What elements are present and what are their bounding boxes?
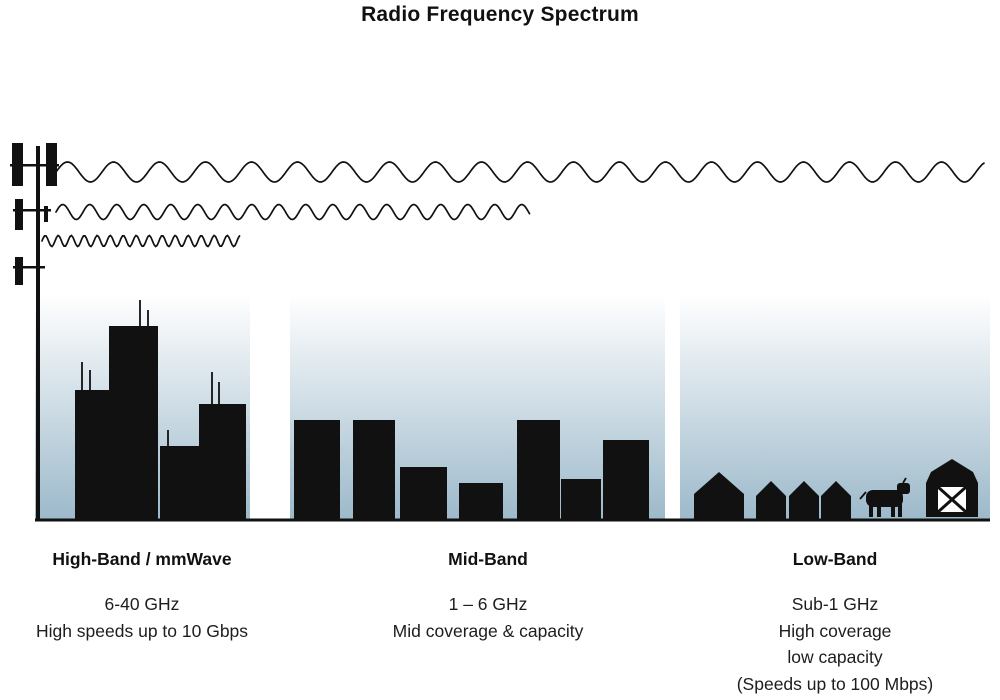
- skyline-high-band: [75, 300, 246, 520]
- band-frequency: Sub-1 GHz: [791, 594, 879, 614]
- cow-icon: [859, 477, 910, 517]
- band-description: High speeds up to 10 Gbps: [35, 620, 249, 641]
- sky-mid-band: [290, 295, 665, 520]
- band-label-mid-band: Mid-Band 1 – 6 GHz Mid coverage & capaci…: [318, 549, 658, 644]
- spectrum-diagram: [10, 143, 990, 522]
- barn-icon: [926, 459, 978, 517]
- wave-high-frequency: [41, 234, 241, 248]
- band-description: low capacity: [787, 647, 883, 667]
- wave-mid-frequency: [55, 203, 531, 221]
- cell-tower-icon: [10, 143, 59, 520]
- band-description: High coverage: [778, 620, 892, 641]
- wave-low-frequency: [55, 161, 985, 183]
- band-frequency: 1 – 6 GHz: [448, 594, 528, 614]
- band-frequency: 6-40 GHz: [104, 594, 180, 614]
- band-description: Mid coverage & capacity: [392, 620, 584, 641]
- band-heading: Mid-Band: [448, 549, 528, 569]
- house-icon: [789, 481, 819, 520]
- skyline-mid-band: [294, 420, 649, 520]
- band-description: (Speeds up to 100 Mbps): [736, 673, 934, 694]
- diagram-title: Radio Frequency Spectrum: [361, 3, 639, 26]
- band-heading: High-Band / mmWave: [52, 549, 232, 569]
- house-icon: [821, 481, 851, 520]
- scene-low-band: [694, 459, 978, 520]
- house-icon: [694, 472, 744, 520]
- band-label-low-band: Low-Band Sub-1 GHz High coverage low cap…: [665, 549, 1000, 697]
- band-heading: Low-Band: [792, 549, 878, 569]
- band-label-high-band: High-Band / mmWave 6-40 GHz High speeds …: [0, 549, 312, 644]
- house-icon: [756, 481, 786, 520]
